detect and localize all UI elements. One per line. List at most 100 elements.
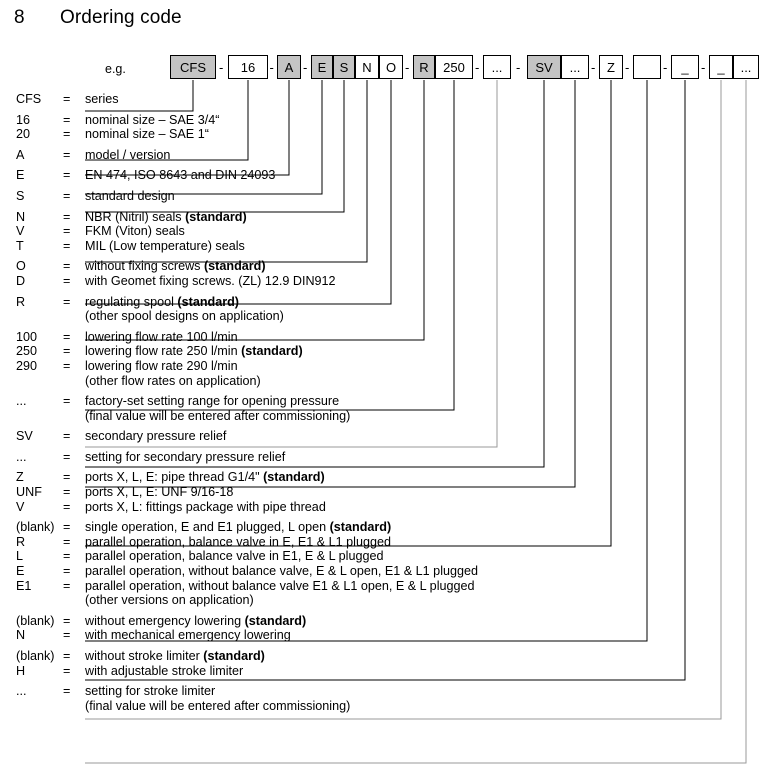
code-box-E[interactable]: E (311, 55, 333, 79)
code-box-dots[interactable]: _ (709, 55, 733, 79)
legend-row: N=with mechanical emergency lowering (0, 628, 763, 643)
legend-key: (blank) (16, 649, 55, 663)
leader-stroke (85, 80, 722, 720)
code-box-Z[interactable]: Z (599, 55, 623, 79)
example-label: e.g. (105, 62, 126, 76)
legend-key: O (16, 259, 26, 274)
legend-key: T (16, 238, 24, 253)
code-box-dots[interactable]: ... (561, 55, 589, 79)
code-box-SV[interactable]: SV (527, 55, 561, 79)
legend-key: N (16, 628, 26, 643)
legend-row: (final value will be entered after commi… (0, 699, 763, 714)
page-title: 8 Ordering code (14, 7, 182, 29)
legend-row: 16=nominal size – SAE 3/4“ (0, 113, 763, 128)
code-box-16[interactable]: 16 (228, 55, 268, 79)
legend-equals: = (63, 534, 71, 549)
legend-equals: = (63, 224, 71, 239)
code-box-250[interactable]: 250 (435, 55, 473, 79)
legend-value: ports X, L: fittings package with pipe t… (85, 499, 326, 514)
code-box-A[interactable]: A (277, 55, 301, 79)
leader-opening-press (85, 80, 498, 448)
code-box-N[interactable]: N (355, 55, 379, 79)
leader-ports (85, 80, 612, 547)
legend-value: (final value will be entered after commi… (85, 408, 351, 423)
leader-sv-setting (85, 80, 576, 488)
legend-equals: = (63, 329, 71, 344)
legend-equals: = (63, 485, 71, 500)
legend-value: (final value will be entered after commi… (85, 698, 351, 713)
legend-row: A=model / version (0, 148, 763, 163)
legend-equals: = (63, 564, 71, 579)
leader-design (85, 80, 345, 213)
legend-key: D (16, 273, 26, 288)
legend-value: nominal size – SAE 1“ (85, 127, 209, 142)
code-box-dots[interactable]: ... (483, 55, 511, 79)
legend-equals: = (63, 168, 71, 183)
leader-flow-rate (85, 80, 455, 411)
legend-equals: = (63, 344, 71, 359)
section-number: 8 (14, 7, 25, 28)
legend-row: E = EN 474, ISO 8643 and DIN 24093 (0, 168, 763, 183)
legend-key: E (16, 564, 25, 579)
legend-value: lowering flow rate 250 l/min (standard) (85, 344, 303, 359)
legend-row: ...=setting for stroke limiter (0, 684, 763, 699)
legend-row: SV=secondary pressure relief (0, 429, 763, 444)
legend-key: SV (16, 429, 33, 444)
legend-value: with adjustable stroke limiter (85, 663, 244, 678)
legend-row: (other flow rates on application) (0, 374, 763, 389)
legend-value: (other versions on application) (85, 593, 254, 608)
legend-row: (blank)=single operation, E and E1 plugg… (0, 520, 763, 535)
legend-key: S (16, 188, 25, 203)
legend-value: EN 474, ISO 8643 and DIN 24093 (85, 168, 276, 183)
leader-screws (85, 80, 392, 305)
legend-key: CFS (16, 92, 42, 106)
code-box-CFS[interactable]: CFS (170, 55, 216, 79)
legend-row: ...=factory-set setting range for openin… (0, 394, 763, 409)
legend-value: ports X, L, E: pipe thread G1/4" (standa… (85, 470, 325, 485)
legend-row: V = ports X, L: fittings package with pipe… (0, 500, 763, 515)
legend-equals: = (63, 578, 71, 593)
legend-key: A (16, 147, 25, 162)
legend-key: UNF (16, 485, 42, 500)
legend-key: 290 (16, 358, 38, 373)
legend-row: H=with adjustable stroke limiter (0, 664, 763, 679)
code-box-O[interactable]: O (379, 55, 403, 79)
section-title: Ordering code (60, 7, 182, 28)
legend-equals: = (63, 209, 71, 224)
legend-key: ... (16, 449, 27, 464)
legend-equals: = (63, 520, 71, 535)
code-box-dots[interactable]: _ (671, 55, 699, 79)
legend-row: UNF=ports X, L, E: UNF 9/16-18 (0, 485, 763, 500)
code-separator-dash: - (591, 60, 596, 75)
legend-equals: = (63, 628, 71, 643)
code-separator-dash: - (269, 60, 274, 75)
legend-key: N (16, 209, 26, 224)
legend-value: regulating spool (standard) (85, 294, 239, 309)
legend-equals: = (63, 238, 71, 253)
legend-row: O=without fixing screws (standard) (0, 259, 763, 274)
legend-key: E (16, 168, 25, 183)
leader-model (85, 80, 290, 176)
legend-key: V (16, 224, 25, 239)
legend-row: S=standard design (0, 189, 763, 204)
legend-row: (other versions on application) (0, 593, 763, 608)
legend-key: V (16, 499, 25, 514)
legend-equals: = (63, 394, 71, 409)
legend-key: 20 (16, 127, 31, 142)
code-box-S[interactable]: S (333, 55, 355, 79)
legend-row: T=MIL (Low temperature) seals (0, 239, 763, 254)
code-separator-dash: - (625, 60, 630, 75)
legend-value: parallel operation, without balance valv… (85, 564, 479, 579)
code-box-blank[interactable] (633, 55, 661, 79)
legend-value: single operation, E and E1 plugged, L op… (85, 520, 392, 535)
legend-equals: = (63, 294, 71, 309)
legend-value: parallel operation, balance valve in E, … (85, 534, 391, 549)
legend-value: parallel operation, without balance valv… (85, 578, 475, 593)
leader-sv (85, 80, 545, 468)
code-box-dots[interactable]: ... (733, 55, 759, 79)
legend-row: R=regulating spool (standard) (0, 295, 763, 310)
legend-equals: = (63, 499, 71, 514)
code-box-R[interactable]: R (413, 55, 435, 79)
